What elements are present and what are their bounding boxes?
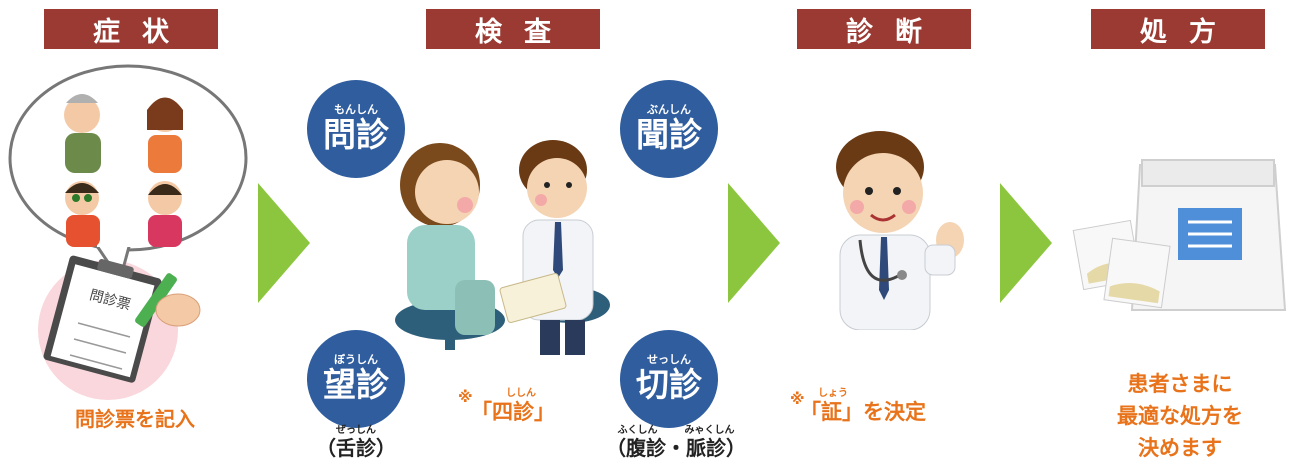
shishin-block: ※ ししん 「四診」 [458, 388, 568, 425]
medicine-bag-icon [1130, 159, 1287, 311]
diagnosis-mark: ※ [790, 390, 805, 408]
doctor-stethoscope-figure [836, 131, 964, 330]
exam-circle-monshin: もんしん 問診 [307, 80, 405, 178]
diagnosis-caption: 「証」を決定 [800, 400, 926, 424]
powder-packet-icon [1072, 219, 1171, 309]
header-symptoms: 症状 [44, 9, 218, 49]
person-stomachache-icon [148, 181, 182, 247]
zesshin-block: ぜっしん （舌診） [300, 425, 412, 460]
fuku-myaku-label: （腹診・脈診） [606, 436, 746, 460]
prescription-illustration [1072, 159, 1287, 311]
prescription-caption: 患者さまに 最適な処方を 決めます [1085, 368, 1275, 464]
monshin-ruby: もんしん [334, 103, 378, 116]
fuku-myaku-block: ふくしん みゃくしん （腹診・脈診） [596, 425, 756, 460]
bunshin-ruby: ぶんしん [647, 103, 691, 116]
prescription-caption-line3: 決めます [1138, 436, 1222, 460]
boushin-ruby: ぼうしん [334, 353, 378, 366]
stethoscope-icon [858, 239, 901, 282]
setsushin-ruby: せっしん [647, 353, 691, 366]
header-examination: 検査 [426, 9, 600, 49]
person-headache-icon [147, 97, 183, 173]
symptoms-caption: 問診票を記入 [75, 407, 195, 431]
shishin-label: 「四診」 [471, 400, 555, 424]
symptoms-illustration: 問診票 [8, 64, 248, 400]
patient-figure [400, 143, 495, 335]
diagnosis-block: ※ しょう 「証」を決定 [778, 388, 978, 425]
shishin-mark: ※ [458, 388, 473, 406]
diagnosis-illustration [836, 131, 964, 330]
doctor-figure [499, 140, 594, 355]
myakushin-ruby: みゃくしん [684, 425, 735, 436]
boushin-label: 望診 [323, 365, 389, 404]
monshin-label: 問診 [323, 115, 389, 154]
arrow-right-icon-1 [258, 183, 310, 303]
header-prescription: 処方 [1091, 9, 1265, 49]
zesshin-ruby: ぜっしん [336, 425, 376, 436]
examination-illustration [395, 140, 610, 355]
prescription-caption-line1: 患者さまに [1127, 372, 1233, 396]
person-backache-icon [64, 94, 101, 173]
header-diagnosis: 診断 [797, 9, 971, 49]
exam-circle-setsushin: せっしん 切診 [620, 330, 718, 428]
setsushin-label: 切診 [636, 365, 702, 404]
shishin-ruby: ししん [506, 388, 536, 399]
person-dizzy-icon [65, 181, 100, 247]
zesshin-label: （舌診） [316, 436, 396, 460]
bunshin-label: 聞診 [636, 115, 702, 154]
arrow-right-icon-2 [728, 183, 780, 303]
prescription-caption-line2: 最適な処方を [1117, 404, 1243, 428]
exam-circle-boushin: ぼうしん 望診 [307, 330, 405, 428]
questionnaire-clipboard-icon: 問診票 [43, 255, 162, 383]
arrow-right-icon-3 [1000, 183, 1052, 303]
diagnosis-ruby: しょう [818, 388, 848, 399]
exam-circle-bunshin: ぶんしん 聞診 [620, 80, 718, 178]
speech-bubble [8, 64, 248, 252]
fukushin-ruby: ふくしん [617, 425, 658, 436]
pen-hand-icon [135, 273, 201, 327]
